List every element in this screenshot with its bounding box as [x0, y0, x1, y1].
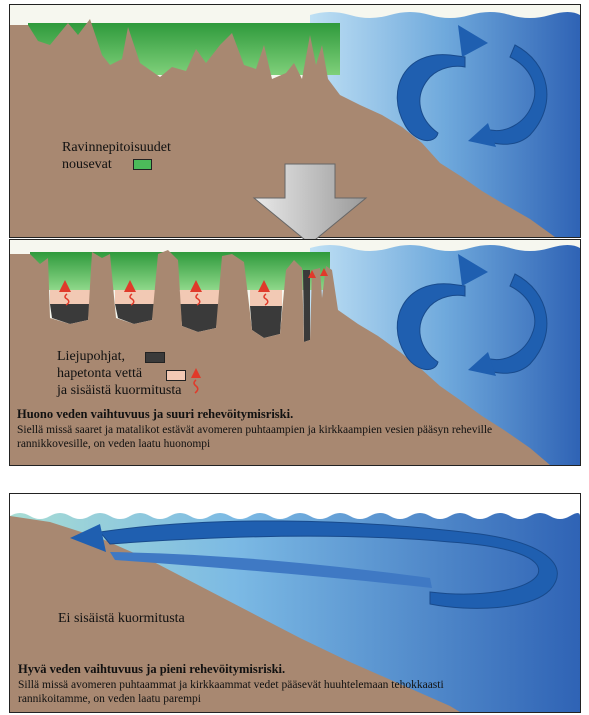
panel2-caption-body: Siellä missä saaret ja matalikot estävät…	[17, 423, 517, 451]
anoxic-layer-1	[50, 290, 90, 304]
no-internal-load-label: Ei sisäistä kuormitusta	[58, 611, 185, 627]
panel2-caption-title: Huono veden vaihtuvuus ja suuri rehevöit…	[17, 407, 293, 422]
panel3-caption-title: Hyvä veden vaihtuvuus ja pieni rehevöity…	[18, 662, 285, 677]
mud-bottom-5	[303, 270, 310, 342]
anoxic-layer-2	[115, 290, 155, 304]
panel3-caption-body: Sillä missä avomeren puhtaammat ja kirkk…	[18, 678, 498, 706]
internal-load-arrow-icon	[190, 368, 202, 396]
down-arrow-icon	[250, 162, 370, 246]
mud-swatch-icon	[145, 352, 165, 363]
legend-anoxic-label: hapetonta vettä	[57, 365, 142, 382]
legend-internal-load-label: ja sisäistä kuormitusta	[57, 382, 181, 399]
panel-poor-exchange: Liejupohjat, hapetonta vettä ja sisäistä…	[9, 239, 581, 466]
legend-mud-label: Liejupohjat,	[57, 348, 125, 365]
legend-nutrients-label: Ravinnepitoisuudet nousevat	[62, 139, 171, 173]
panel-good-exchange: Ei sisäistä kuormitusta Hyvä veden vaiht…	[9, 493, 581, 713]
anoxic-swatch-icon	[166, 370, 186, 381]
green-swatch-icon	[133, 159, 152, 170]
